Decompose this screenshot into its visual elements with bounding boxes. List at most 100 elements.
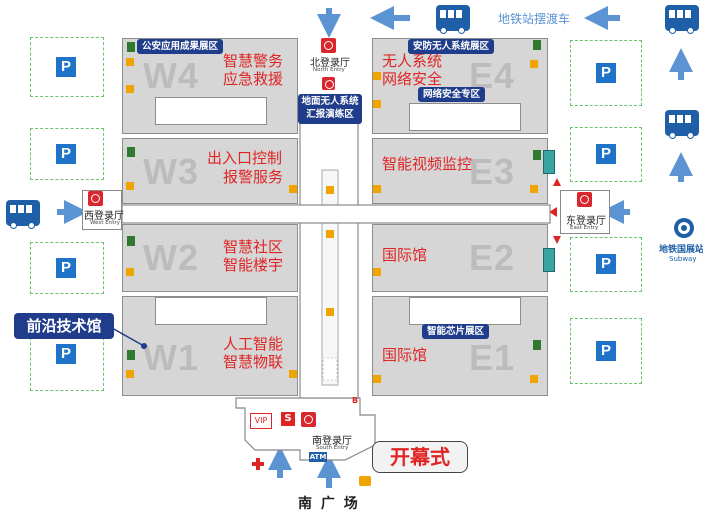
stair-icon xyxy=(126,182,134,190)
zone-smart-chip: 智能芯片展区 xyxy=(422,324,490,339)
hall-code: W2 xyxy=(143,237,199,278)
bus-icon-e xyxy=(665,110,699,139)
north-entry-icon xyxy=(321,38,336,53)
info-icon xyxy=(322,77,335,90)
hall-label: 智能楼宇 xyxy=(223,256,284,274)
shuttle-label: 地铁站摆渡车 xyxy=(498,12,571,26)
stair-icon xyxy=(530,60,538,68)
zone-ground-unmanned-line2: 汇报演练区 xyxy=(306,109,354,120)
zone-network-security: 网络安全专区 xyxy=(418,87,486,102)
south-lobby-label: 南登录厅 xyxy=(312,436,352,447)
hall-label: 智能视频监控 xyxy=(382,155,473,173)
east-entry-icon xyxy=(577,192,592,207)
hall-e3[interactable]: E3 智能视频监控 xyxy=(372,138,548,204)
stair-icon xyxy=(126,58,134,66)
hall-label: 无人系统 xyxy=(382,52,443,70)
shuttle-bus-icon xyxy=(436,5,470,34)
frontier-pointer xyxy=(111,327,147,349)
bus-icon-w xyxy=(6,200,40,229)
hall-label: 国际馆 xyxy=(382,246,428,264)
hall-e2[interactable]: E2 国际馆 xyxy=(372,224,548,292)
hall-label: 国际馆 xyxy=(382,346,428,364)
arrow-red-left xyxy=(549,207,557,217)
hall-notch xyxy=(155,97,267,125)
zone-security-unmanned: 安防无人系统展区 xyxy=(408,39,495,54)
zone-police: 公安应用成果展区 xyxy=(137,39,224,54)
parking-lot-e4: P xyxy=(570,318,642,384)
parking-icon: P xyxy=(596,63,616,83)
hall-notch xyxy=(155,297,267,325)
hall-label: 网络安全 xyxy=(382,70,443,88)
restroom-icon xyxy=(127,350,135,360)
hall-label: 应急救援 xyxy=(223,70,284,88)
stair-icon xyxy=(373,72,381,80)
parking-icon: P xyxy=(596,254,616,274)
parking-lot-e2: P xyxy=(570,127,642,182)
restroom-icon xyxy=(533,340,541,350)
hall-label: 智慧物联 xyxy=(223,353,284,371)
hall-code: W4 xyxy=(143,55,199,96)
parking-lot-w2: P xyxy=(30,128,104,180)
hall-code: E2 xyxy=(469,237,516,278)
parking-icon: P xyxy=(56,344,76,364)
medical-icon xyxy=(252,458,264,470)
stair-icon xyxy=(373,185,381,193)
stair-icon xyxy=(373,100,381,108)
subway-label-en: Subway xyxy=(669,255,697,263)
hall-code: W1 xyxy=(143,337,199,378)
stair-icon xyxy=(126,370,134,378)
bus-icon-ne xyxy=(665,5,699,34)
east-lobby-label-en: East Entry xyxy=(570,225,599,231)
corridor-inner xyxy=(321,169,339,386)
stair-icon xyxy=(289,185,297,193)
parking-lot-ne: P xyxy=(570,40,642,106)
parking-lot-e3: P xyxy=(570,237,642,292)
hall-e1[interactable]: E1 国际馆 xyxy=(372,296,548,396)
hall-label: 人工智能 xyxy=(223,335,284,353)
hall-w3[interactable]: W3 出入口控制 报警服务 xyxy=(122,138,298,204)
luggage-icon xyxy=(359,476,371,486)
north-lobby-label-en: North Entry xyxy=(313,67,345,73)
hall-notch xyxy=(409,297,521,325)
subway-icon xyxy=(674,218,694,238)
zone-ground-unmanned-line1: 地面无人系统 xyxy=(301,96,359,107)
parking-icon: P xyxy=(56,57,76,77)
south-lobby-outline xyxy=(235,397,376,461)
hall-notch xyxy=(409,103,521,131)
opening-ceremony-callout[interactable]: 开幕式 xyxy=(372,441,468,473)
restroom-icon xyxy=(533,40,541,50)
stair-icon xyxy=(373,268,381,276)
arrow-red-up xyxy=(553,178,561,186)
frontier-tech-hall-callout[interactable]: 前沿技术馆 xyxy=(14,313,114,339)
south-entry-icon xyxy=(301,412,316,427)
hall-label: 报警服务 xyxy=(223,168,284,186)
stair-icon xyxy=(326,308,334,316)
subway-label: 地铁国展站 xyxy=(659,245,703,255)
stair-icon xyxy=(530,185,538,193)
west-entry-icon xyxy=(88,191,103,206)
stair-icon xyxy=(326,230,334,238)
parking-icon: P xyxy=(56,258,76,278)
parking-icon: P xyxy=(596,144,616,164)
east-lobby-label: 东登录厅 xyxy=(566,216,606,227)
hall-code: E3 xyxy=(469,151,516,192)
parking-lot-nw: P xyxy=(30,37,104,97)
hall-label: 智慧社区 xyxy=(223,238,284,256)
parking-icon: P xyxy=(56,144,76,164)
parking-lot-w3: P xyxy=(30,242,104,294)
corridor-hatch xyxy=(322,357,338,381)
hall-w2[interactable]: W2 智慧社区 智能楼宇 xyxy=(122,224,298,292)
hall-e4[interactable]: E4 无人系统 网络安全 xyxy=(372,38,548,134)
west-lobby-label: 西登录厅 xyxy=(84,211,124,222)
hall-w1[interactable]: W1 人工智能 智慧物联 xyxy=(122,296,298,396)
b-marker: B xyxy=(352,396,359,405)
restroom-icon xyxy=(127,147,135,157)
south-lobby-label-en: South Entry xyxy=(316,445,349,451)
hall-w4[interactable]: W4 智慧警务 应急救援 xyxy=(122,38,298,134)
cross-corridor xyxy=(121,204,551,224)
zone-ground-unmanned: 地面无人系统 汇报演练区 xyxy=(298,94,362,124)
parking-icon: P xyxy=(596,341,616,361)
arrow-red-down xyxy=(553,236,561,244)
restroom-icon xyxy=(533,150,541,160)
restroom-icon xyxy=(127,236,135,246)
